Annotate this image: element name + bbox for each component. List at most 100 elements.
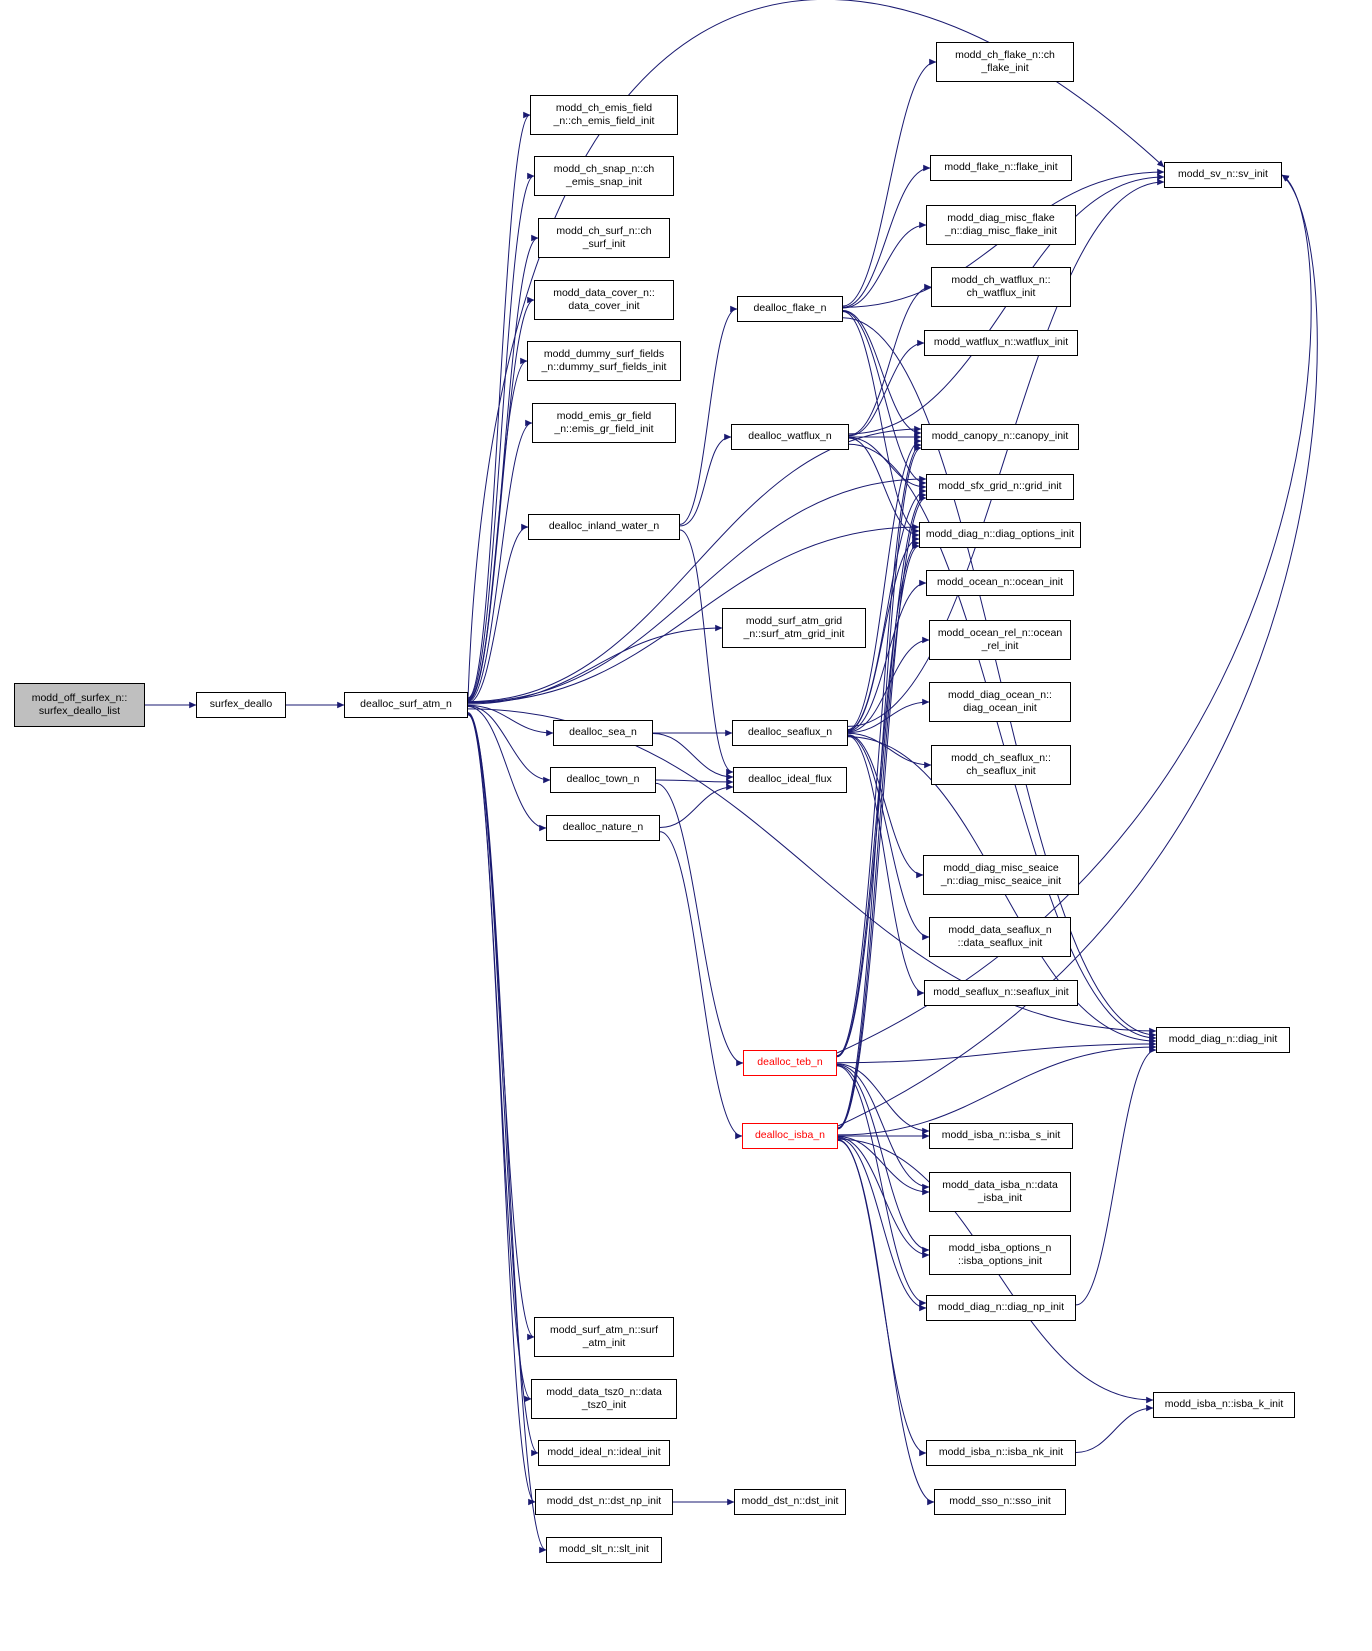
node-sv_init[interactable]: modd_sv_n::sv_init [1164, 162, 1282, 188]
node-isba_nk_init[interactable]: modd_isba_n::isba_nk_init [926, 1440, 1076, 1466]
node-label-line: modd_diag_ocean_n:: [948, 688, 1052, 701]
node-dealloc_watflux_n[interactable]: dealloc_watflux_n [731, 424, 849, 450]
node-data_tsz0_init[interactable]: modd_data_tsz0_n::data_tsz0_init [531, 1379, 677, 1419]
node-label-line: _surf_init [582, 238, 626, 250]
node-ch_watflux_init[interactable]: modd_ch_watflux_n::ch_watflux_init [931, 267, 1071, 307]
edge-dealloc_seaflux_n--data_seaflux_init [847, 734, 930, 941]
node-canopy_init[interactable]: modd_canopy_n::canopy_init [921, 424, 1079, 450]
node-label-line: modd_sfx_grid_n::grid_init [938, 480, 1062, 493]
edge-dealloc_inland_water_n--dealloc_watflux_n [679, 433, 732, 527]
node-grid_init[interactable]: modd_sfx_grid_n::grid_init [926, 474, 1074, 500]
edge-dealloc_isba_n--diag_init [837, 1043, 1157, 1136]
node-dummy_surf_fields_init[interactable]: modd_dummy_surf_fields_n::dummy_surf_fie… [527, 341, 681, 381]
edge-dealloc_sea_n--dealloc_ideal_flux [652, 733, 734, 781]
node-diag_ocean_init[interactable]: modd_diag_ocean_n::diag_ocean_init [929, 682, 1071, 722]
edge-dealloc_isba_n--canopy_init [837, 444, 922, 1129]
node-seaflux_init[interactable]: modd_seaflux_n::seaflux_init [924, 980, 1078, 1006]
edge-dealloc_surf_atm_n--dealloc_town_n [467, 705, 551, 784]
node-label-line: dealloc_sea_n [569, 726, 637, 739]
node-ch_flake_init[interactable]: modd_ch_flake_n::ch_flake_init [936, 42, 1074, 82]
node-dealloc_town_n[interactable]: dealloc_town_n [550, 767, 656, 793]
node-label-line: modd_ocean_n::ocean_init [936, 576, 1064, 589]
node-label-line: modd_ch_flake_n::ch [955, 48, 1055, 61]
node-label-line: _isba_init [977, 1192, 1023, 1204]
node-emis_gr_field_init[interactable]: modd_emis_gr_field_n::emis_gr_field_init [532, 403, 676, 443]
node-ocean_rel_init[interactable]: modd_ocean_rel_n::ocean_rel_init [929, 620, 1071, 660]
node-label-line: modd_sv_n::sv_init [1178, 168, 1268, 181]
node-label-line: modd_off_surfex_n:: [31, 691, 128, 704]
node-surfex_deallo[interactable]: surfex_deallo [196, 692, 286, 718]
node-label-line: dealloc_town_n [566, 773, 640, 786]
node-ch_seaflux_init[interactable]: modd_ch_seaflux_n::ch_seaflux_init [931, 745, 1071, 785]
node-isba_k_init[interactable]: modd_isba_n::isba_k_init [1153, 1392, 1295, 1418]
node-dealloc_ideal_flux[interactable]: dealloc_ideal_flux [733, 767, 847, 793]
node-label-line: modd_isba_n::isba_s_init [941, 1129, 1061, 1142]
edge-diag_np_init--diag_init [1075, 1046, 1157, 1306]
node-ocean_init[interactable]: modd_ocean_n::ocean_init [926, 570, 1074, 596]
edge-dealloc_teb_n--diag_np_init [836, 1065, 927, 1307]
node-label-line: modd_watflux_n::watflux_init [933, 336, 1069, 349]
node-ch_emis_snap_init[interactable]: modd_ch_snap_n::ch_emis_snap_init [534, 156, 674, 196]
node-diag_init[interactable]: modd_diag_n::diag_init [1156, 1027, 1290, 1053]
node-label-line: modd_ocean_rel_n::ocean [937, 626, 1063, 639]
node-data_cover_init[interactable]: modd_data_cover_n::data_cover_init [534, 280, 674, 320]
edge-dealloc_teb_n--canopy_init [836, 441, 922, 1057]
edge-dealloc_teb_n--data_isba_init [836, 1063, 930, 1191]
node-dealloc_teb_n[interactable]: dealloc_teb_n [743, 1050, 837, 1076]
node-label-line: modd_seaflux_n::seaflux_init [933, 986, 1069, 999]
node-ch_emis_field_init[interactable]: modd_ch_emis_field_n::ch_emis_field_init [530, 95, 678, 135]
edge-dealloc_surf_atm_n--diag_options_init [467, 523, 920, 704]
edge-dealloc_surf_atm_n--data_cover_init [467, 296, 535, 701]
node-data_seaflux_init[interactable]: modd_data_seaflux_n::data_seaflux_init [929, 917, 1071, 957]
node-ch_surf_init[interactable]: modd_ch_surf_n::ch_surf_init [538, 218, 670, 258]
node-sso_init[interactable]: modd_sso_n::sso_init [934, 1489, 1066, 1515]
node-dealloc_isba_n[interactable]: dealloc_isba_n [742, 1123, 838, 1149]
node-label-line: modd_surf_atm_grid [745, 614, 843, 627]
node-label-line: modd_isba_n::isba_k_init [1164, 1398, 1284, 1411]
node-flake_init[interactable]: modd_flake_n::flake_init [930, 155, 1072, 181]
edge-dealloc_nature_n--dealloc_isba_n [659, 831, 743, 1140]
node-dealloc_sea_n[interactable]: dealloc_sea_n [553, 720, 653, 746]
node-label-line: dealloc_nature_n [562, 821, 644, 834]
node-watflux_init[interactable]: modd_watflux_n::watflux_init [924, 330, 1078, 356]
edge-dealloc_surf_atm_n--dealloc_nature_n [467, 705, 547, 832]
node-surfex_deallo_list[interactable]: modd_off_surfex_n::surfex_deallo_list [14, 683, 145, 727]
edge-dealloc_surf_atm_n--dealloc_sea_n [467, 704, 554, 737]
node-surf_atm_init[interactable]: modd_surf_atm_n::surf_atm_init [534, 1317, 674, 1357]
node-dealloc_surf_atm_n[interactable]: dealloc_surf_atm_n [344, 692, 468, 718]
node-diag_options_init[interactable]: modd_diag_n::diag_options_init [919, 522, 1081, 548]
node-dst_init[interactable]: modd_dst_n::dst_init [734, 1489, 846, 1515]
node-label-line: dealloc_ideal_flux [748, 773, 832, 786]
node-label-line: modd_ch_surf_n::ch [556, 224, 652, 237]
edge-dealloc_flake_n--diag_init [842, 317, 1157, 1039]
node-label-line: modd_isba_n::isba_nk_init [938, 1446, 1064, 1459]
node-dealloc_seaflux_n[interactable]: dealloc_seaflux_n [732, 720, 848, 746]
edge-dealloc_teb_n--diag_init [836, 1040, 1157, 1064]
node-diag_np_init[interactable]: modd_diag_n::diag_np_init [926, 1295, 1076, 1321]
edge-dealloc_inland_water_n--dealloc_flake_n [679, 305, 738, 525]
node-label-line: _emis_snap_init [566, 176, 642, 188]
node-isba_s_init[interactable]: modd_isba_n::isba_s_init [929, 1123, 1073, 1149]
node-label-line: modd_flake_n::flake_init [944, 161, 1058, 174]
edge-isba_nk_init--isba_k_init [1075, 1404, 1154, 1453]
node-surf_atm_grid_init[interactable]: modd_surf_atm_grid_n::surf_atm_grid_init [722, 608, 866, 648]
node-dealloc_nature_n[interactable]: dealloc_nature_n [546, 815, 660, 841]
edge-dealloc_flake_n--grid_init [842, 310, 927, 487]
node-label-line: surfex_deallo [209, 698, 273, 711]
node-label-line: ::data_seaflux_init [957, 937, 1043, 949]
node-ideal_init[interactable]: modd_ideal_n::ideal_init [538, 1440, 670, 1466]
node-diag_misc_seaice_init[interactable]: modd_diag_misc_seaice_n::diag_misc_seaic… [923, 855, 1079, 895]
node-diag_misc_flake_init[interactable]: modd_diag_misc_flake_n::diag_misc_flake_… [926, 205, 1076, 245]
node-dst_np_init[interactable]: modd_dst_n::dst_np_init [535, 1489, 673, 1515]
node-label-line: modd_ch_snap_n::ch [553, 162, 655, 175]
node-isba_options_init[interactable]: modd_isba_options_n::isba_options_init [929, 1235, 1071, 1275]
edge-dealloc_teb_n--isba_options_init [836, 1064, 930, 1254]
node-data_isba_init[interactable]: modd_data_isba_n::data_isba_init [929, 1172, 1071, 1212]
node-slt_init[interactable]: modd_slt_n::slt_init [546, 1537, 662, 1563]
edge-dealloc_surf_atm_n--surf_atm_grid_init [467, 624, 723, 705]
node-label-line: _n::surf_atm_grid_init [743, 628, 845, 640]
node-dealloc_inland_water_n[interactable]: dealloc_inland_water_n [528, 514, 680, 540]
node-dealloc_flake_n[interactable]: dealloc_flake_n [737, 296, 843, 322]
edge-dealloc_watflux_n--watflux_init [848, 339, 925, 437]
